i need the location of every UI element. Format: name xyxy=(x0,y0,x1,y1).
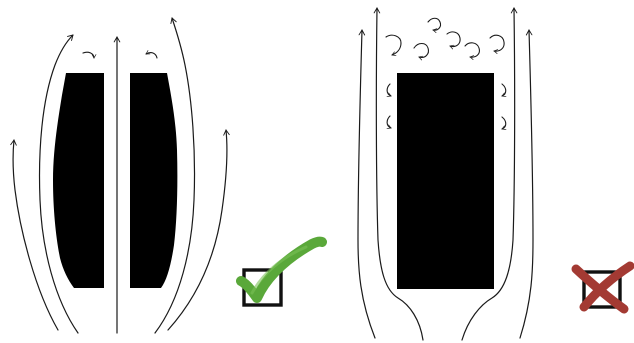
left-body-part-right xyxy=(130,73,177,288)
right-streamline-outer-left xyxy=(358,30,375,338)
left-panel xyxy=(13,18,227,333)
turbulence-swirl-5 xyxy=(465,43,479,57)
left-body-part-left xyxy=(53,73,104,288)
right-panel xyxy=(358,8,533,340)
left-streamline-outer-left xyxy=(13,140,58,330)
turbulence-swirl-2 xyxy=(414,44,428,58)
turbulence-swirl-6 xyxy=(490,35,504,51)
turbulence-swirl-4 xyxy=(447,32,460,47)
turbulence-swirl-right-lower xyxy=(502,117,506,129)
check-mark-icon xyxy=(241,242,322,305)
right-body-block xyxy=(397,73,494,289)
turbulence-swirl-left-upper xyxy=(387,84,391,96)
cross-mark-icon xyxy=(576,266,630,309)
turbulence-swirl-1 xyxy=(386,35,401,55)
left-small-curl-left xyxy=(83,52,94,58)
turbulence-swirl-right-upper xyxy=(502,84,506,96)
turbulence-swirl-3 xyxy=(428,18,441,30)
right-streamline-outer-right xyxy=(520,30,533,338)
left-small-curl-right xyxy=(146,53,157,58)
turbulence-swirl-left-lower xyxy=(387,116,391,128)
